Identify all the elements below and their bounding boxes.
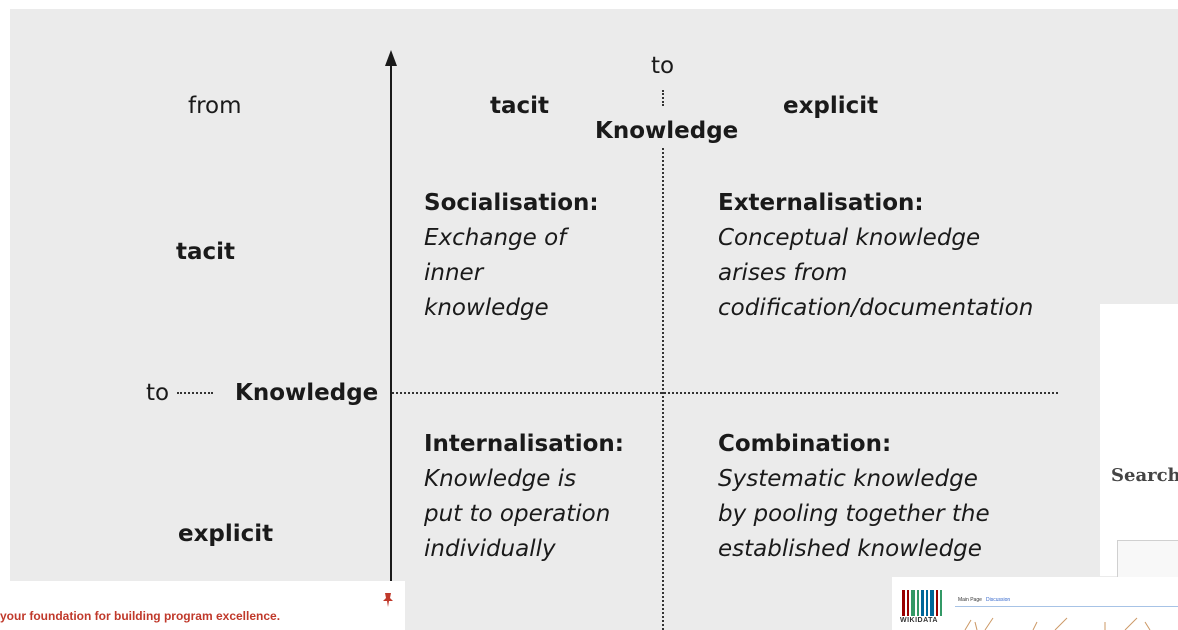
wiki-decorative-lines	[964, 617, 1151, 630]
right-overlay-panel	[1100, 304, 1178, 576]
search-input[interactable]	[1117, 540, 1178, 579]
left-dotted-connector	[177, 392, 213, 394]
quadrant-description: Knowledge is put to operation individual…	[424, 466, 611, 562]
from-label: from	[188, 93, 242, 119]
top-dotted-divider	[662, 90, 664, 106]
diagram-canvas	[10, 9, 1178, 630]
vertical-dotted-divider	[662, 148, 664, 630]
tab-main-page[interactable]: Main Page	[958, 597, 982, 603]
bottom-banner	[0, 581, 405, 630]
column-tacit-label: tacit	[490, 93, 550, 119]
quadrant-title: Combination:	[718, 431, 892, 457]
top-to-label: to	[651, 53, 675, 79]
quadrant-socialisation: Socialisation: Exchange of inner knowled…	[424, 186, 599, 326]
left-to-label: to	[146, 380, 170, 406]
left-knowledge-label: Knowledge	[235, 380, 379, 406]
tab-discussion[interactable]: Discussion	[986, 597, 1011, 603]
quadrant-internalisation: Internalisation: Knowledge is put to ope…	[424, 427, 624, 567]
wikidata-logo-text: WIKIDATA	[900, 617, 938, 624]
pin-icon[interactable]	[382, 592, 394, 608]
quadrant-description: Conceptual knowledge arises from codific…	[718, 225, 1034, 321]
wikidata-logo-icon[interactable]	[902, 590, 942, 616]
column-explicit-label: explicit	[783, 93, 879, 119]
quadrant-description: Systematic knowledge by pooling together…	[718, 466, 990, 562]
quadrant-title: Internalisation:	[424, 431, 624, 457]
row-tacit-label: tacit	[176, 239, 236, 265]
quadrant-combination: Combination: Systematic knowledge by poo…	[718, 427, 990, 567]
vertical-axis-line	[390, 58, 392, 582]
horizontal-dotted-divider	[392, 392, 1058, 394]
wikidata-snippet	[892, 577, 1178, 630]
row-explicit-label: explicit	[178, 521, 274, 547]
quadrant-title: Externalisation:	[718, 190, 924, 216]
quadrant-description: Exchange of inner knowledge	[424, 225, 567, 321]
banner-text[interactable]: your foundation for building program exc…	[0, 609, 281, 623]
top-knowledge-label: Knowledge	[595, 118, 739, 144]
search-label: Search :	[1111, 465, 1178, 486]
quadrant-title: Socialisation:	[424, 190, 599, 216]
quadrant-externalisation: Externalisation: Conceptual knowledge ar…	[718, 186, 1033, 326]
wiki-tab-underline	[955, 606, 1178, 607]
